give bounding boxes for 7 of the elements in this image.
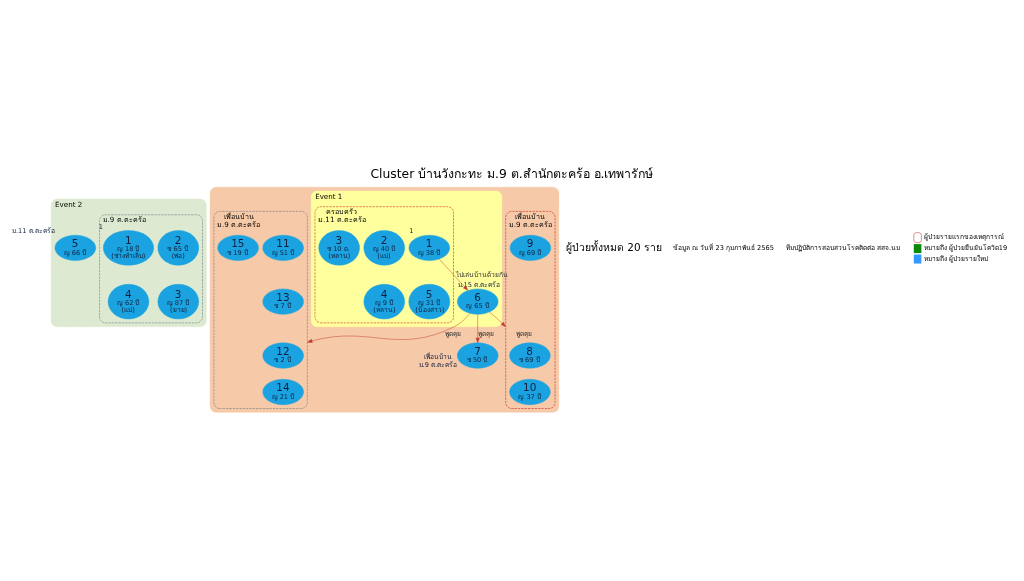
arrow: [475, 313, 480, 343]
label: ผู้ป่วยทั้งหมด 20 ราย: [565, 240, 662, 253]
arrow: [489, 311, 506, 327]
arrow: [439, 258, 469, 291]
arrow: [307, 312, 471, 343]
cluster: [209, 186, 560, 413]
diagram-title: Cluster บ้านวังกะทะ ม.9 ต.สำนักตะคร้อ อ.เทพารักษ์: [370, 166, 654, 181]
